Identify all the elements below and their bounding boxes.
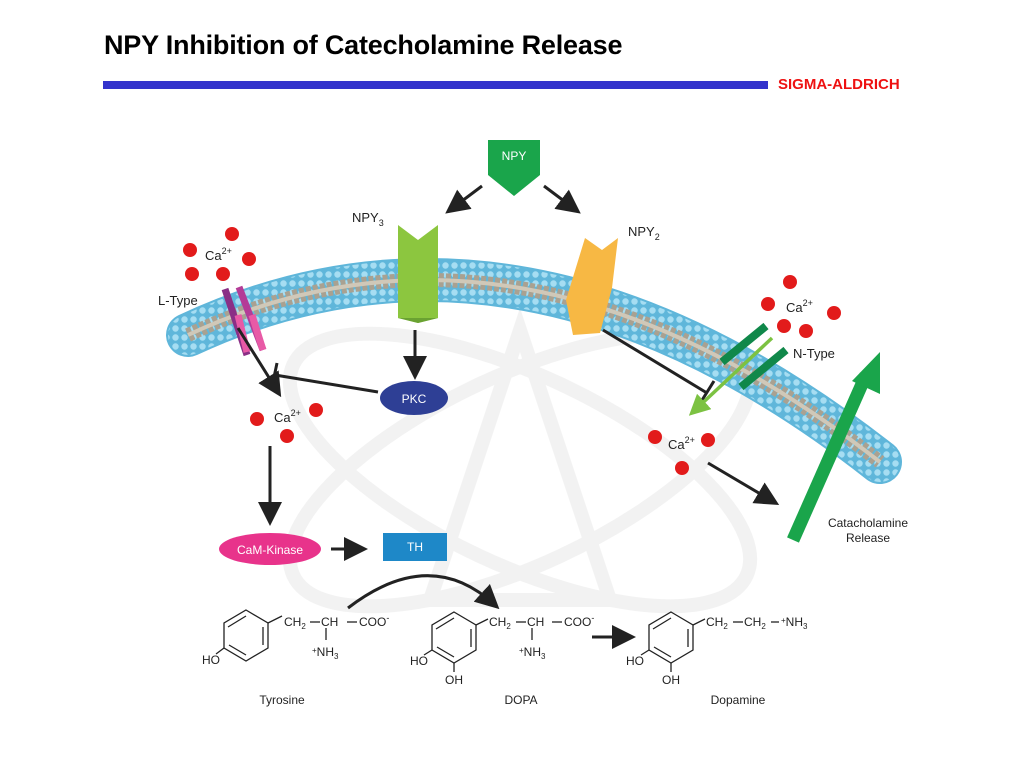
dopamine-ch2-a: CH2: [706, 615, 728, 631]
arrow-ntype-ca-influx: [688, 336, 774, 416]
tyrosine-nh3: +NH3: [312, 645, 339, 661]
th-label: TH: [407, 540, 423, 554]
arrow-ca-to-release: [707, 461, 780, 506]
arrow-ltype-to-ca: [236, 327, 282, 398]
camk-node: CaM-Kinase: [219, 533, 321, 565]
tyrosine-ch2: CH2: [284, 615, 306, 631]
title-rule: [103, 81, 768, 89]
inhibit-pkc-to-ltype: [274, 373, 379, 394]
ca-ions-right-bottom: [648, 430, 715, 475]
release-arrow: [787, 352, 880, 543]
pkc-node: PKC: [380, 381, 448, 415]
cell-membrane: [166, 258, 902, 484]
pkc-label: PKC: [402, 392, 427, 406]
dopa-ch: CH: [527, 615, 544, 629]
ca-left-label: Ca2+: [205, 246, 232, 263]
dopa-ho: HO: [410, 654, 428, 668]
brand-label: SIGMA-ALDRICH: [778, 76, 900, 93]
dopa-coo: COO-: [564, 613, 594, 629]
dopamine-name: Dopamine: [711, 693, 766, 707]
arrow-npy-to-npy3: [445, 184, 483, 214]
dopamine-structure: [640, 611, 779, 672]
release-label-line2: Release: [846, 531, 890, 545]
dopa-nh3: +NH3: [519, 645, 546, 661]
inhibit-npy2-to-ntype: [602, 328, 708, 395]
n-type-label: N-Type: [793, 346, 835, 361]
dopa-ch2: CH2: [489, 615, 511, 631]
arrow-npy-to-npy2: [543, 184, 581, 214]
dopamine-ch2-b: CH2: [744, 615, 766, 631]
ca-right-bottom-label: Ca2+: [668, 435, 695, 452]
ca-ions-left: [183, 227, 256, 281]
n-type-channel: [719, 322, 789, 391]
npy3-label: NPY3: [352, 210, 384, 228]
dopamine-oh: OH: [662, 673, 680, 687]
ca-right-top-label: Ca2+: [786, 298, 813, 315]
release-label-line1: Catacholamine: [828, 516, 908, 530]
ca-ions-mid: [250, 403, 323, 443]
arrow-th-conversion: [347, 574, 500, 610]
tyrosine-structure: [215, 609, 357, 662]
ca-ions-right-top: [761, 275, 841, 338]
dopa-oh: OH: [445, 673, 463, 687]
npy2-receptor: [566, 238, 618, 335]
dopa-name: DOPA: [504, 693, 537, 707]
npy-label: NPY: [502, 149, 527, 163]
npy2-label: NPY2: [628, 224, 660, 242]
tyrosine-coo: COO-: [359, 613, 389, 629]
camk-label: CaM-Kinase: [237, 543, 303, 557]
tyrosine-ch: CH: [321, 615, 338, 629]
tyrosine-name: Tyrosine: [259, 693, 305, 707]
dopa-structure: [423, 611, 562, 672]
page-title: NPY Inhibition of Catecholamine Release: [104, 30, 623, 60]
npy3-receptor: [398, 225, 438, 323]
l-type-label: L-Type: [158, 293, 198, 308]
l-type-channel: [221, 285, 267, 357]
dopamine-ho: HO: [626, 654, 644, 668]
tyrosine-ho: HO: [202, 653, 220, 667]
npy-ligand: NPY: [488, 140, 540, 196]
th-node: TH: [383, 533, 447, 561]
ca-mid-label: Ca2+: [274, 408, 301, 425]
dopamine-nh3: +NH3: [781, 615, 808, 631]
